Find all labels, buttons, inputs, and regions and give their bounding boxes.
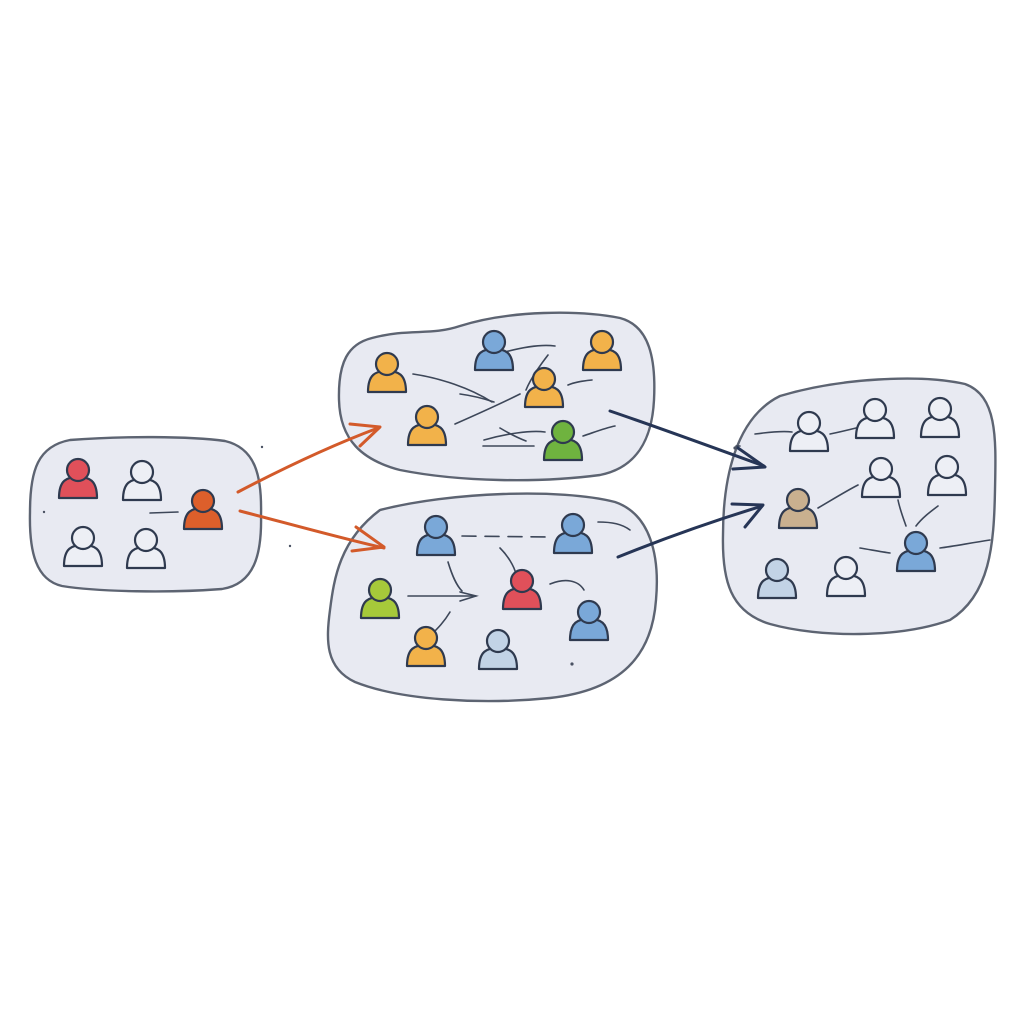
- arrow-upper-to-merged: [608, 409, 767, 471]
- person-icon: [552, 512, 594, 555]
- person-icon: [756, 557, 798, 600]
- person-icon: [406, 404, 448, 447]
- person-icon: [777, 487, 819, 530]
- person-icon: [57, 457, 99, 500]
- person-icon: [788, 410, 830, 453]
- person-icon: [62, 525, 104, 568]
- person-icon: [581, 329, 623, 372]
- arrow-source-to-lower: [238, 509, 386, 553]
- person-icon: [825, 555, 867, 598]
- person-icon: [125, 527, 167, 570]
- person-icon: [568, 599, 610, 642]
- person-icon: [405, 625, 447, 668]
- person-icon: [501, 568, 543, 611]
- person-icon: [415, 514, 457, 557]
- person-icon: [477, 628, 519, 671]
- person-icon: [542, 419, 584, 462]
- person-icon: [366, 351, 408, 394]
- person-icon: [523, 366, 565, 409]
- person-icon: [121, 459, 163, 502]
- merged-group-links: [735, 427, 991, 554]
- person-icon: [926, 454, 968, 497]
- person-icon: [919, 396, 961, 439]
- person-icon: [854, 397, 896, 440]
- person-icon: [895, 530, 937, 573]
- person-icon: [359, 577, 401, 620]
- source-group-links: [149, 511, 179, 514]
- sketch-specks: [42, 445, 737, 666]
- person-icon: [860, 456, 902, 499]
- arrow-lower-to-merged: [616, 502, 765, 559]
- person-icon: [182, 488, 224, 531]
- upper-middle-group-links: [412, 344, 616, 447]
- arrow-source-to-upper: [236, 422, 382, 494]
- person-icon: [473, 329, 515, 372]
